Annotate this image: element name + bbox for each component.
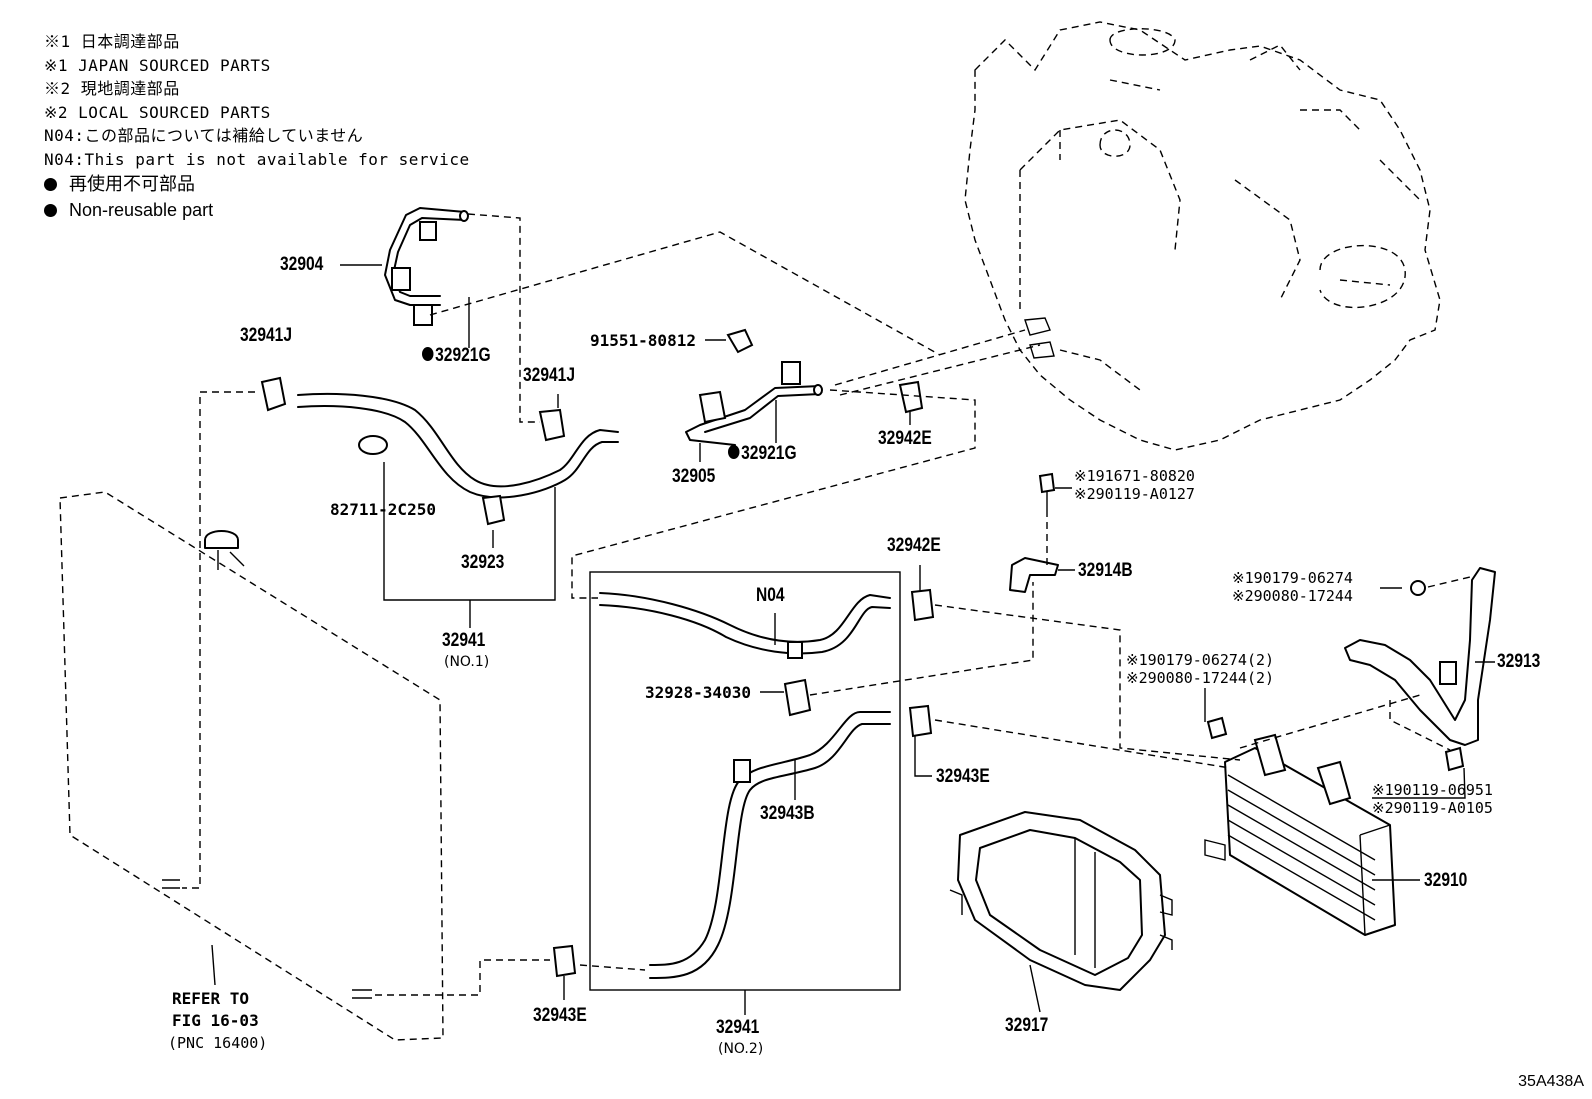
part-label-32941-no1: 32941: [442, 630, 486, 651]
part-label-bolt-local: ※290119-A0127: [1074, 485, 1195, 503]
oil-cooler-32910: [1204, 733, 1396, 936]
clamps: [552, 588, 935, 978]
part-label-82711-2C250: 82711-2C250: [330, 500, 436, 519]
part-number: 32921G: [741, 443, 797, 464]
air-duct-32917: [949, 811, 1173, 991]
legend-line: 再使用不可部品: [69, 174, 195, 194]
part-label-bolt-jp: ※191671-80820: [1074, 467, 1195, 485]
part-label-bolt-local: ※290119-A0105: [1372, 799, 1493, 817]
bullet-icon: [44, 178, 57, 192]
part-label-nut-jp: ※190179-06274: [1232, 569, 1353, 587]
part-label-32941J: 32941J: [240, 325, 292, 346]
reference-line: FIG 16-03: [172, 1011, 259, 1030]
bullet-icon: [44, 203, 57, 217]
radiator-outline: [59, 491, 444, 1041]
part-label-32921G: 32921G: [422, 345, 491, 367]
bracket-32913: [1206, 567, 1496, 772]
part-label-32943B: 32943B: [760, 803, 815, 824]
part-label-32917: 32917: [1005, 1015, 1049, 1036]
part-label-32928-34030: 32928-34030: [645, 683, 751, 702]
reference-line: REFER TO: [172, 989, 250, 1008]
part-label-91551-80812: 91551-80812: [590, 331, 696, 350]
legend-non-reusable-jp: 再使用不可部品: [44, 173, 470, 197]
part-number: 32921G: [435, 345, 491, 366]
legend-line: ※2 現地調達部品: [44, 79, 180, 98]
part-label-32905: 32905: [672, 466, 716, 487]
non-reusable-bullet-icon: [422, 346, 434, 361]
legend-line: ※2 LOCAL SOURCED PARTS: [44, 102, 271, 122]
hose-32941-no2: [589, 571, 901, 991]
part-sublabel-no1: (NO.1): [444, 654, 490, 670]
pipe-bracket-32905: [685, 328, 924, 446]
legend-line: ※1 日本調達部品: [44, 32, 180, 51]
reference-line: (PNC 16400): [168, 1034, 268, 1052]
part-sublabel-no2: (NO.2): [718, 1041, 764, 1057]
part-label-32943E: 32943E: [533, 1005, 587, 1026]
part-label-32921G: 32921G: [728, 443, 797, 465]
legend-line: Non-reusable part: [69, 199, 214, 220]
legend-line: N04:この部品については補給していません: [44, 126, 364, 145]
part-label-nut-jp: ※190179-06274(2): [1126, 651, 1275, 669]
part-label-32941J: 32941J: [523, 365, 575, 386]
part-label-32913: 32913: [1497, 651, 1541, 672]
bracket-32914B: [1009, 557, 1059, 593]
transmission-housing: [964, 21, 1441, 451]
part-label-32904: 32904: [280, 254, 324, 275]
pipe-bracket-32904: [384, 207, 469, 326]
legend: ※1 日本調達部品 ※1 JAPAN SOURCED PARTS ※2 現地調達…: [44, 30, 470, 222]
drawing-code: 35A438A: [1518, 1073, 1584, 1090]
part-label-N04: N04: [756, 585, 785, 606]
part-label-bolt-jp: ※190119-06951: [1372, 781, 1493, 799]
non-reusable-bullet-icon: [728, 444, 740, 459]
part-label-nut-local: ※290080-17244(2): [1126, 669, 1275, 687]
part-label-32941-no2: 32941: [716, 1017, 760, 1038]
part-label-32914B: 32914B: [1078, 560, 1133, 581]
bolt-91551: [1038, 472, 1056, 510]
legend-line: ※1 JAPAN SOURCED PARTS: [44, 55, 271, 75]
part-label-32942E: 32942E: [887, 535, 941, 556]
part-label-nut-local: ※290080-17244: [1232, 587, 1353, 605]
part-label-32943E: 32943E: [936, 766, 990, 787]
legend-non-reusable-en: Non-reusable part: [44, 199, 470, 223]
leader-lines: [182, 213, 1495, 1015]
part-label-32910: 32910: [1424, 870, 1468, 891]
legend-line: N04:This part is not available for servi…: [44, 149, 470, 169]
part-label-32923: 32923: [461, 552, 505, 573]
hose-32941-no1: [260, 376, 619, 526]
part-label-32942E: 32942E: [878, 428, 932, 449]
